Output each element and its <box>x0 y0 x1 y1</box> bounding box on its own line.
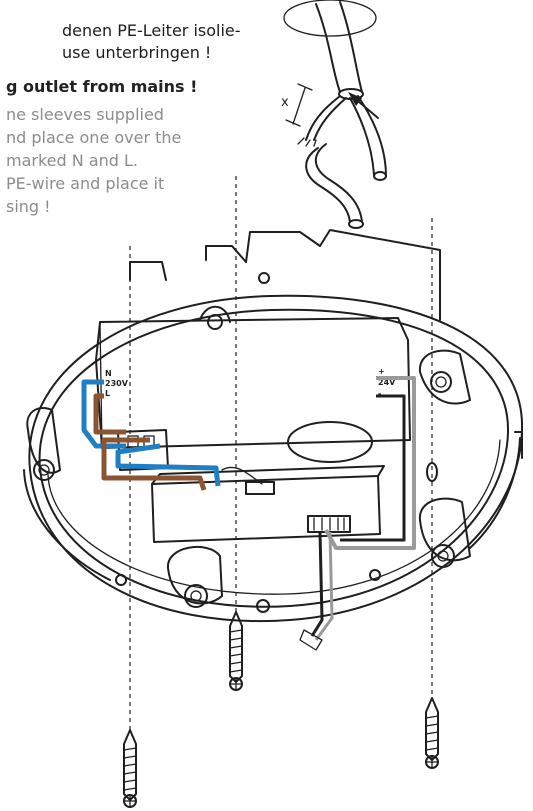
psu-label-24v: 24V <box>378 378 396 387</box>
side-clip-right <box>514 431 523 459</box>
screw-center-cross <box>230 678 242 690</box>
screw-right-shaft <box>425 697 439 761</box>
top-lug-center-left <box>205 245 247 263</box>
bottom-mount-boss <box>166 545 223 605</box>
ceiling-hole-ellipse <box>283 0 377 37</box>
german-instruction-line-2: use unterbringen ! <box>62 43 212 62</box>
top-cover-ridge <box>245 229 441 321</box>
cable-sheath-left <box>315 3 341 93</box>
english-instruction-line-2: nd place one over the <box>6 128 182 147</box>
grey-wire-down <box>314 531 334 641</box>
psu-label-230v: 230V <box>105 379 129 388</box>
screw-right-thread <box>425 715 439 751</box>
right-upper-boss <box>418 349 471 405</box>
wiring <box>81 376 416 651</box>
screw-center <box>229 611 243 691</box>
english-instruction-line-3: marked N and L. <box>6 151 138 170</box>
instruction-text-block: denen PE-Leiter isolie- use unterbringen… <box>0 0 260 240</box>
strip-arrow-head <box>348 92 362 106</box>
left-mount-boss <box>26 407 61 474</box>
brown-wire-l <box>93 393 126 435</box>
screw-left <box>123 729 137 808</box>
housing-side-wall-left <box>23 469 111 581</box>
board-connector-pins <box>313 517 345 531</box>
right-lower-hole-inner <box>437 550 449 562</box>
black-wire-24v <box>340 394 406 542</box>
psu-label-l: L <box>105 389 110 398</box>
wire-one-left <box>305 95 341 141</box>
small-boss-2 <box>256 599 270 613</box>
cable-detail-inset: x <box>281 0 387 229</box>
small-boss-3 <box>369 569 381 581</box>
top-lug-left <box>129 261 167 281</box>
screw-right-cross <box>426 756 438 768</box>
housing-base <box>23 229 524 622</box>
housing-inner-floor-edge <box>47 439 501 595</box>
screw-center-thread <box>229 629 243 673</box>
wire-two-left <box>349 97 375 176</box>
psu-left-edge <box>99 321 103 449</box>
board-connector-top <box>245 481 275 495</box>
right-upper-hole-outer <box>430 371 452 393</box>
right-lower-hole-outer <box>431 544 455 568</box>
wire-two-right <box>357 95 387 177</box>
english-instruction-line-4: PE-wire and place it <box>6 174 165 193</box>
dimension-x-marks <box>285 83 313 127</box>
wire-three-left <box>305 147 351 223</box>
english-instruction-line-1: ne sleeves supplied <box>6 105 164 124</box>
wire-end-connector <box>299 629 323 651</box>
board-housing-front <box>151 475 381 543</box>
small-boss-1 <box>115 574 127 586</box>
black-wire-down <box>310 531 324 637</box>
wire-three-right <box>315 143 363 223</box>
psu-label-minus: - <box>378 389 381 398</box>
warning-line: g outlet from mains ! <box>6 77 198 96</box>
cable-sheath-right <box>339 1 363 93</box>
housing-inner-rim <box>38 308 510 608</box>
bottom-mount-hole-outer <box>184 584 208 608</box>
left-mount-hole-outer <box>33 459 55 481</box>
wire-one-strands <box>297 137 317 147</box>
left-mount-hole-inner <box>38 464 50 476</box>
housing-side-wall-right <box>469 437 521 549</box>
screw-right <box>425 697 439 769</box>
screw-center-head <box>229 677 243 691</box>
wire-three-end <box>348 219 364 229</box>
top-mount-hole <box>207 314 223 330</box>
screw-left-cross <box>124 795 136 807</box>
psu-label-plus: + <box>378 367 385 376</box>
right-upper-hole-inner <box>435 376 447 388</box>
grey-wire-24v <box>324 376 416 550</box>
wire-one-right <box>313 97 347 141</box>
right-lower-boss <box>418 497 471 562</box>
english-instruction-line-5: sing ! <box>6 197 51 216</box>
screw-left-head <box>123 794 137 808</box>
german-instruction-line-1: denen PE-Leiter isolie- <box>62 21 241 40</box>
psu-center-dome <box>287 421 373 463</box>
bottom-mount-hole-inner <box>190 590 202 602</box>
slot-right <box>426 462 438 482</box>
psu-label-n: N <box>105 369 112 378</box>
blue-wire-board <box>115 443 221 487</box>
ribbon-cable <box>221 466 263 485</box>
wire-two-end <box>373 171 387 181</box>
top-mount-boss <box>199 305 231 323</box>
screw-right-head <box>425 755 439 769</box>
screw-left-thread <box>123 747 137 791</box>
top-screw-hole <box>258 272 270 284</box>
dimension-x-label: x <box>281 95 289 110</box>
brown-wire-board <box>101 437 207 491</box>
